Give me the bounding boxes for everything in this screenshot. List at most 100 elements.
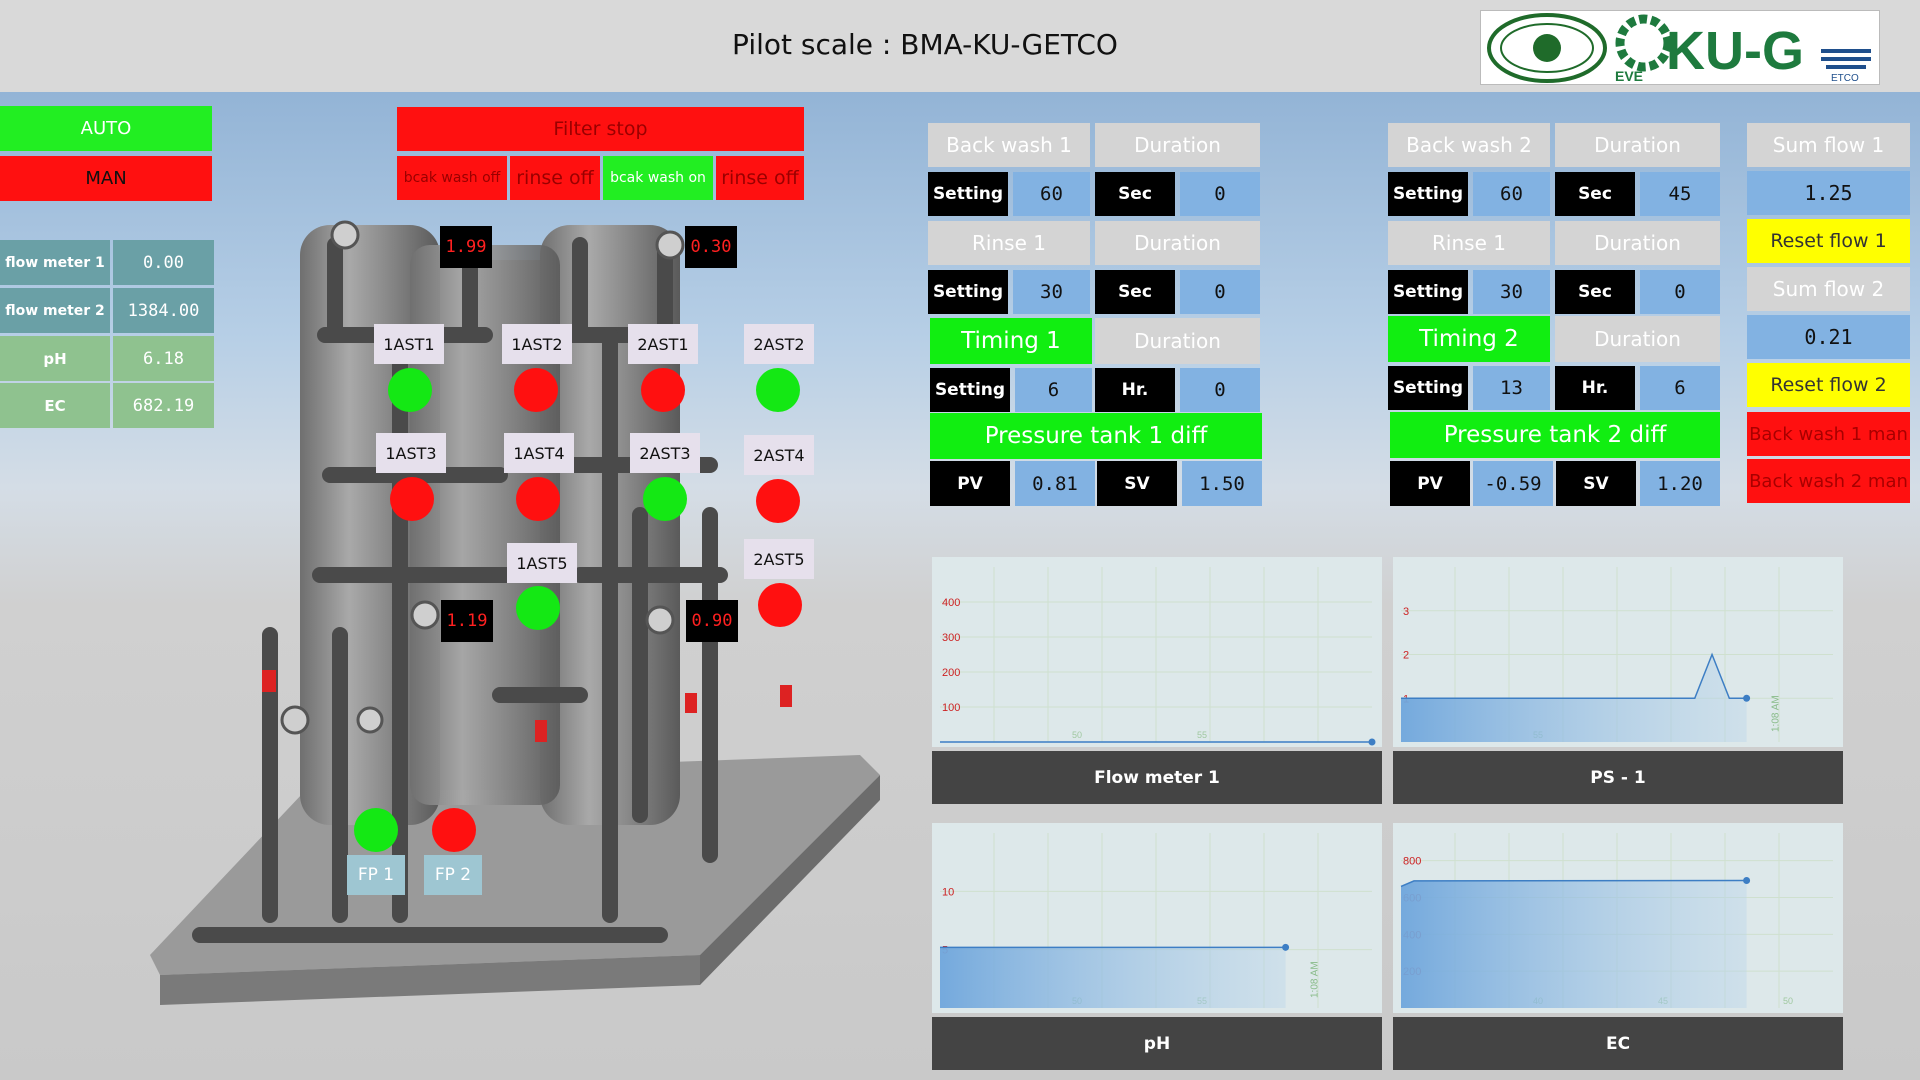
timing-1-duration-header: Duration [1095, 318, 1260, 364]
timing-1-duration-value: 0 [1180, 368, 1260, 412]
timing-1-setting-value[interactable]: 6 [1015, 368, 1092, 412]
pressure-1-sv-label: SV [1097, 461, 1177, 506]
pressure-1-pv-label: PV [930, 461, 1010, 506]
page-title: Pilot scale : BMA-KU-GETCO [732, 28, 1118, 61]
sum-flow-1-header: Sum flow 1 [1747, 123, 1910, 167]
valve-1ast4-indicator[interactable] [516, 477, 560, 521]
man-button[interactable]: MAN [0, 156, 212, 201]
pump-fp1-label: FP 1 [347, 855, 405, 895]
y-tick-label: 300 [942, 632, 960, 644]
valve-1ast1-indicator[interactable] [388, 368, 432, 412]
rinse-off-button-2[interactable]: rinse off [716, 156, 804, 200]
ps-1-chart-caption: PS - 1 [1393, 751, 1843, 804]
valve-2ast2-indicator[interactable] [756, 368, 800, 412]
backwash-2-manual-button[interactable]: Back wash 2 man [1747, 459, 1910, 503]
valve-1ast2-indicator[interactable] [514, 368, 558, 412]
last-point-marker [1743, 877, 1751, 885]
valve-1ast5-indicator[interactable] [516, 586, 560, 630]
y-tick-label: 400 [942, 597, 960, 609]
gauge-display-2: 0.30 [685, 226, 737, 268]
pump-fp2-label: FP 2 [424, 855, 482, 895]
auto-button[interactable]: AUTO [0, 106, 212, 151]
rinse-2-duration-value: 0 [1640, 270, 1720, 314]
rinse-1-duration-value: 0 [1180, 270, 1260, 314]
backwash-1-setting-value[interactable]: 60 [1013, 172, 1090, 216]
timing-2-setting-value[interactable]: 13 [1473, 366, 1550, 410]
rinse-2-duration-header: Duration [1555, 221, 1720, 265]
flow-meter-1-chart-caption: Flow meter 1 [932, 751, 1382, 804]
x-tick-label: 50 [1072, 730, 1082, 740]
backwash-off-button[interactable]: bcak wash off [397, 156, 507, 200]
backwash-1-sec-label: Sec [1095, 172, 1175, 216]
ph-chart-caption: pH [932, 1017, 1382, 1070]
series-area [1401, 880, 1747, 1008]
timing-2-duration-header: Duration [1555, 316, 1720, 362]
valve-1ast3-indicator[interactable] [390, 477, 434, 521]
pressure-1-sv-value[interactable]: 1.50 [1182, 461, 1262, 506]
valve-2ast4-indicator[interactable] [756, 479, 800, 523]
valve-label-2ast5: 2AST5 [744, 539, 814, 579]
pressure-1-pv-value: 0.81 [1015, 461, 1095, 506]
gauge-display-4: 0.90 [686, 600, 738, 642]
ph-chart: 10550551:08 AM [932, 823, 1382, 1013]
valve-label-1ast3: 1AST3 [376, 433, 446, 473]
flow-meter-1-value: 0.00 [113, 240, 214, 285]
valve-2ast3-indicator[interactable] [643, 477, 687, 521]
timing-2-setting-label: Setting [1388, 366, 1468, 410]
ku-getco-logo: KU-G EVE ETCO [1480, 10, 1880, 85]
time-label: 1:08 AM [1771, 695, 1782, 732]
ph-value: 6.18 [113, 336, 214, 381]
svg-text:KU-G: KU-G [1666, 21, 1804, 81]
y-tick-label: 200 [942, 667, 960, 679]
flow-meter-2-value: 1384.00 [113, 288, 214, 333]
series-area [940, 947, 1286, 1008]
valve-label-1ast2: 1AST2 [502, 324, 572, 364]
filter-stop-button[interactable]: Filter stop [397, 107, 804, 151]
timing-2-duration-value: 6 [1640, 366, 1720, 410]
y-tick-label: 2 [1403, 650, 1409, 662]
rinse-2-sec-label: Sec [1555, 270, 1635, 314]
reset-flow-1-button[interactable]: Reset flow 1 [1747, 219, 1910, 263]
pressure-2-sv-value[interactable]: 1.20 [1640, 461, 1720, 506]
flow-meter-1-label: flow meter 1 [0, 240, 110, 285]
pump-fp1-indicator[interactable] [354, 808, 398, 852]
valve-label-2ast1: 2AST1 [628, 324, 698, 364]
timing-1-header: Timing 1 [930, 318, 1092, 364]
gauge-display-3: 1.19 [441, 600, 493, 642]
series-line [1400, 879, 1747, 888]
rinse-off-button-1[interactable]: rinse off [510, 156, 600, 200]
y-tick-label: 100 [942, 702, 960, 714]
backwash-on-button[interactable]: bcak wash on [603, 156, 713, 200]
y-tick-label: 3 [1403, 606, 1409, 618]
valve-2ast1-indicator[interactable] [641, 368, 685, 412]
backwash-1-manual-button[interactable]: Back wash 1 man [1747, 412, 1910, 456]
rinse-1-setting-value[interactable]: 30 [1013, 270, 1090, 314]
pressure-tank-2-header: Pressure tank 2 diff [1390, 412, 1720, 458]
pressure-2-sv-label: SV [1556, 461, 1636, 506]
valve-label-2ast4: 2AST4 [744, 435, 814, 475]
ps-1-chart-svg: 321551:08 AM [1401, 567, 1833, 742]
svg-text:ETCO: ETCO [1831, 73, 1859, 84]
pump-fp2-indicator[interactable] [432, 808, 476, 852]
last-point-marker [1282, 943, 1290, 951]
sum-flow-2-value: 0.21 [1747, 315, 1910, 359]
backwash-1-duration-header: Duration [1095, 123, 1260, 167]
ec-chart: 800600400200404550 [1393, 823, 1843, 1013]
valve-label-2ast2: 2AST2 [744, 324, 814, 364]
valve-label-1ast1: 1AST1 [374, 324, 444, 364]
y-tick-label: 800 [1403, 856, 1421, 868]
ec-chart-svg: 800600400200404550 [1400, 833, 1833, 1008]
backwash-2-duration-header: Duration [1555, 123, 1720, 167]
timing-1-hr-label: Hr. [1095, 368, 1175, 412]
reset-flow-2-button[interactable]: Reset flow 2 [1747, 363, 1910, 407]
rinse-2-setting-label: Setting [1388, 270, 1468, 314]
y-tick-label: 10 [942, 886, 954, 898]
valve-label-1ast5: 1AST5 [507, 543, 577, 583]
pressure-tank-1-header: Pressure tank 1 diff [930, 413, 1262, 459]
rinse-2-setting-value[interactable]: 30 [1473, 270, 1550, 314]
rinse-1-sec-label: Sec [1095, 270, 1175, 314]
series-line [1401, 652, 1747, 699]
ec-value: 682.19 [113, 383, 214, 428]
backwash-2-setting-value[interactable]: 60 [1473, 172, 1550, 216]
valve-2ast5-indicator[interactable] [758, 583, 802, 627]
